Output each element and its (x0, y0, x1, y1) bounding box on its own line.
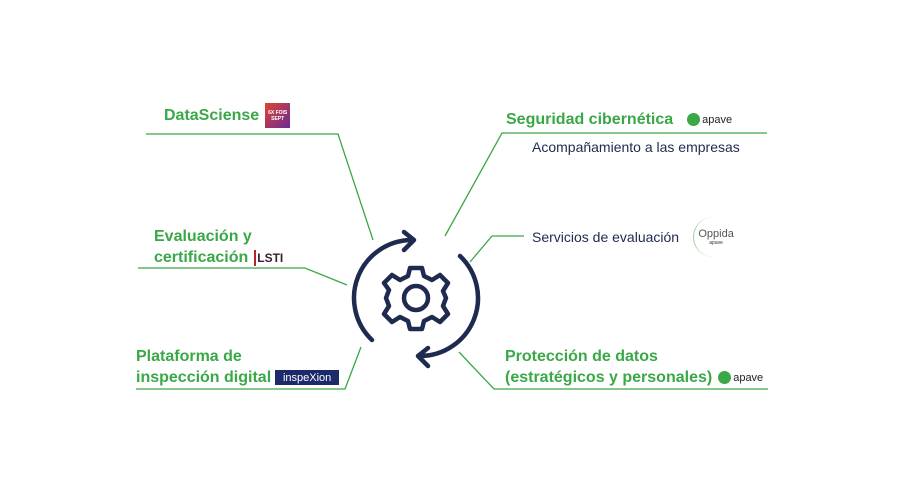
plataforma-title-line2: inspección digital (136, 369, 272, 386)
evaluacion-title-line1: Evaluación y (154, 228, 252, 245)
apave-logo-text: apave (733, 371, 764, 384)
connector-evaluacion (138, 267, 348, 286)
proteccion-title-line2: (estratégicos y personales) (505, 369, 713, 386)
oppida-logo-text: Oppida (698, 228, 734, 240)
seguridad-row: Seguridad cibernética apave (506, 109, 732, 130)
datasciense-logo: 6X FOIS SEPT (265, 103, 291, 128)
plataforma-row: inspección digital inspeXion (136, 367, 340, 388)
connector-proteccion (458, 351, 768, 390)
plataforma-title-line1: Plataforma de (136, 348, 242, 365)
gear-with-circular-arrows-icon (351, 229, 481, 369)
oppida-logo-sub: apave (709, 240, 723, 246)
apave-dot-icon (687, 113, 701, 126)
servicios-label: Servicios de evaluación (532, 229, 680, 245)
evaluacion-row: certificación LSTI (154, 247, 283, 268)
connector-plataforma (136, 346, 362, 390)
apave-logo-2: apave (718, 370, 763, 385)
apave-logo-text: apave (702, 113, 733, 126)
apave-logo-1: apave (687, 112, 732, 127)
seguridad-subtitle: Acompañamiento a las empresas (532, 139, 740, 155)
oppida-logo: Oppida apave (693, 217, 738, 257)
seguridad-title: Seguridad cibernética (506, 111, 674, 128)
connector-datasciense (146, 133, 374, 241)
inspexion-logo: inspeXion (275, 370, 340, 385)
connector-seguridad (444, 132, 767, 237)
apave-dot-icon (718, 371, 732, 384)
datasciense-row: DataSciense 6X FOIS SEPT (164, 103, 291, 128)
proteccion-row: (estratégicos y personales) apave (505, 367, 763, 388)
proteccion-title-line1: Protección de datos (505, 348, 658, 365)
evaluacion-title-line2: certificación (154, 249, 249, 266)
lsti-logo: LSTI (254, 249, 283, 266)
connector-servicios (469, 235, 524, 263)
servicios-row: Servicios de evaluación Oppida apave (532, 217, 738, 257)
datasciense-title: DataSciense (164, 107, 260, 124)
